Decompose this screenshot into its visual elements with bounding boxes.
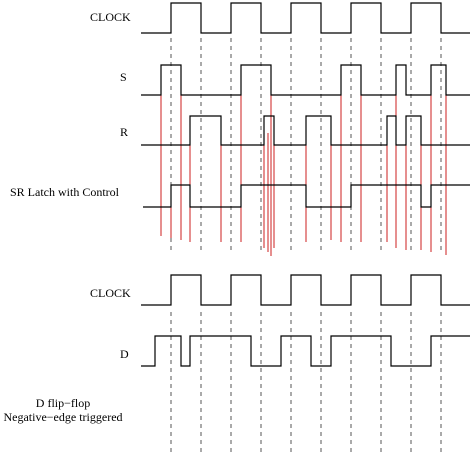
clock-edge-guides [170, 38, 442, 455]
label-r: R [120, 125, 129, 139]
r-waveform [141, 115, 470, 146]
clock-bottom-waveform [141, 274, 470, 306]
label-clock-top: CLOCK [90, 10, 131, 24]
label-dff-line1: D flip−flop [35, 396, 91, 410]
s-waveform [141, 64, 470, 96]
label-s: S [120, 70, 127, 84]
label-dff-line2: Negative−edge triggered [3, 410, 123, 424]
clock-top-waveform [141, 2, 470, 34]
sr-latch-waveform [143, 184, 470, 208]
label-d: D [120, 347, 129, 361]
d-waveform [141, 335, 470, 367]
label-sr-latch: SR Latch with Control [10, 185, 119, 199]
label-clock-bottom: CLOCK [90, 286, 131, 300]
transition-markers [160, 65, 447, 256]
